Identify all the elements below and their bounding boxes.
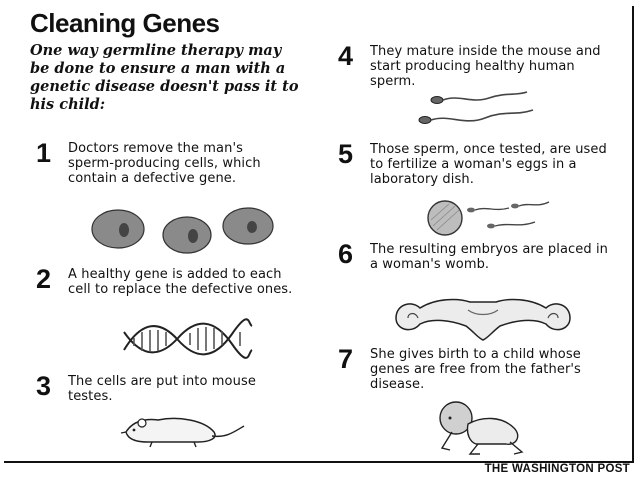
step-1-text: Doctors remove the man's sperm-producing… (68, 141, 261, 186)
sperm-icon (467, 201, 550, 229)
step-3-number: 3 (36, 371, 52, 401)
cell-icon (162, 216, 212, 254)
step-7-text: She gives birth to a child whose genes a… (370, 347, 581, 392)
intro-text: One way germline therapy may be done to … (30, 42, 299, 113)
baby-icon (439, 401, 524, 455)
graphic-title: Cleaning Genes (30, 8, 220, 38)
step-4-number: 4 (338, 41, 354, 71)
step-2-number: 2 (36, 264, 52, 294)
mouse-icon (120, 417, 245, 448)
step-7-number: 7 (338, 344, 354, 374)
cell-icon (222, 207, 274, 245)
sperm-icon (418, 91, 534, 124)
cell-icon (91, 209, 145, 249)
source-credit: THE WASHINGTON POST (484, 463, 630, 475)
uterus-icon (395, 298, 571, 341)
egg-fertilization-illustration (427, 200, 550, 236)
step-2-text: A healthy gene is added to each cell to … (68, 267, 293, 297)
step-5-number: 5 (338, 139, 354, 169)
graphic-frame (4, 6, 634, 463)
step-6-number: 6 (338, 239, 354, 269)
step-3-text: The cells are put into mouse testes. (68, 374, 256, 404)
step-5-text: Those sperm, once tested, are used to fe… (370, 142, 607, 187)
egg-icon (427, 200, 463, 236)
step-6-text: The resulting embryos are placed in a wo… (370, 242, 609, 272)
dna-helix-icon (123, 318, 253, 359)
defective-cells-illustration (91, 207, 274, 254)
step-4-text: They mature inside the mouse and start p… (370, 44, 601, 89)
step-1-number: 1 (36, 138, 52, 168)
